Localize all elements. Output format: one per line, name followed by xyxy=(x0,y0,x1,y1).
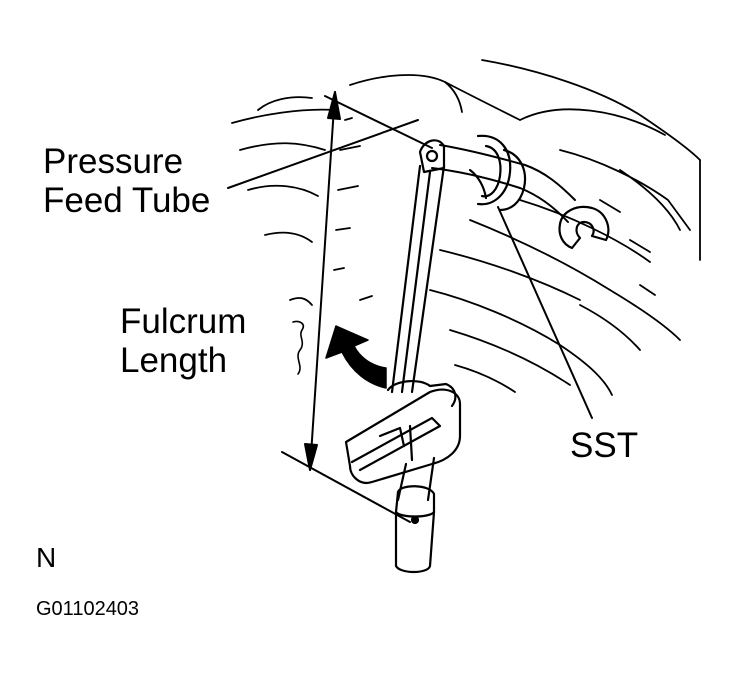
pressure-feed-tube-label-line2: Feed Tube xyxy=(43,181,211,221)
fulcrum-length-label-line1: Fulcrum xyxy=(120,302,247,341)
fulcrum-length-label: Fulcrum Length xyxy=(120,302,246,380)
leader-pressure-feed-tube xyxy=(227,119,419,189)
sst-label: SST xyxy=(570,426,639,465)
fulcrum-brace xyxy=(292,320,305,375)
orientation-code: N xyxy=(36,542,57,573)
leader-lines xyxy=(227,119,593,419)
figure-id: G01102403 xyxy=(36,598,140,620)
fulcrum-length-label-line2: Length xyxy=(120,341,228,381)
handle-grip xyxy=(394,485,436,574)
sst-tool xyxy=(468,134,610,250)
lever-arm xyxy=(344,139,462,574)
dimension-arrow-bottom xyxy=(304,443,318,471)
handle-clamp xyxy=(344,388,462,484)
dimension-line xyxy=(309,91,336,471)
pressure-feed-tube-label-line1: Pressure xyxy=(43,142,184,181)
extension-line-top xyxy=(324,95,433,149)
extension-line-bottom xyxy=(281,451,411,523)
fulcrum-length-dimension xyxy=(281,91,433,523)
leader-sst xyxy=(497,206,593,419)
sst-wrench-end xyxy=(558,205,610,250)
pressure-feed-tube-label: Pressure Feed Tube xyxy=(43,142,210,220)
dimension-arrow-top xyxy=(327,91,341,120)
rotation-arrow-icon xyxy=(325,325,387,389)
